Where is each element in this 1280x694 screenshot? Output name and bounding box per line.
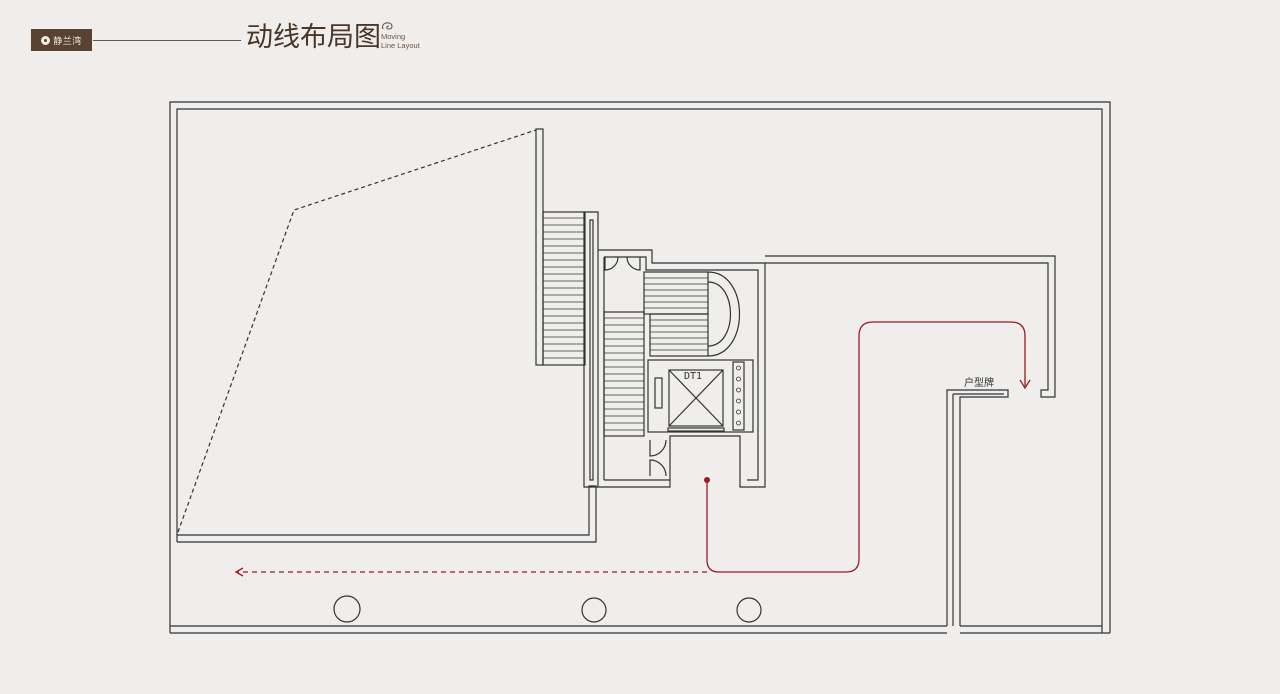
door-4 [649, 459, 667, 477]
elevator-buttons [732, 361, 745, 431]
right-wall [946, 389, 1009, 626]
elevator-shaft [647, 359, 754, 433]
logo-icon [41, 35, 51, 45]
door-2 [626, 256, 641, 271]
core-body [598, 249, 766, 488]
stair-landing [707, 271, 740, 357]
route-exit-arrow [234, 567, 244, 577]
elevator-button [736, 387, 741, 393]
elevator-button [736, 409, 741, 415]
core-body-inner [604, 256, 759, 481]
route-arrow [1019, 379, 1031, 390]
header-divider [93, 40, 241, 41]
elevator-button [736, 398, 741, 404]
page-subtitle: Moving Line Layout [381, 32, 420, 50]
route-line [706, 321, 1026, 573]
column-1 [333, 595, 361, 623]
core-inner [589, 219, 594, 481]
elevator-door [667, 427, 725, 432]
elevator-x-2 [668, 369, 724, 427]
door-3 [649, 439, 667, 457]
elevator-car [668, 369, 724, 427]
subtitle-line-1: Moving [381, 32, 406, 41]
left-block [177, 485, 597, 543]
door-1 [604, 256, 619, 271]
dashed-boundary [177, 129, 537, 533]
page-title: 动线布局图 [246, 22, 381, 53]
stair-upper-2 [649, 313, 709, 357]
subtitle-line-2: Line Layout [381, 40, 420, 50]
elevator-panel [654, 377, 663, 409]
outer-boundary [169, 101, 1111, 633]
stair-landing-inner [707, 281, 732, 347]
elevator-button [736, 365, 741, 371]
brand-logo: 静兰湾 [31, 29, 92, 51]
inner-boundary [176, 108, 1103, 633]
right-wing [765, 255, 1056, 398]
wall-north [535, 128, 544, 366]
column-3 [736, 597, 762, 623]
unit-sign-label: 户型牌 [964, 378, 994, 389]
column-2 [581, 597, 607, 623]
route-start-dot [704, 477, 710, 483]
stair-left [542, 211, 586, 366]
logo-text: 静兰湾 [53, 36, 82, 47]
elevator-label: DT1 [684, 371, 703, 382]
swirl-icon [381, 22, 393, 30]
elevator-button [736, 376, 741, 382]
core-wall [583, 211, 599, 488]
elevator-button [736, 420, 741, 426]
